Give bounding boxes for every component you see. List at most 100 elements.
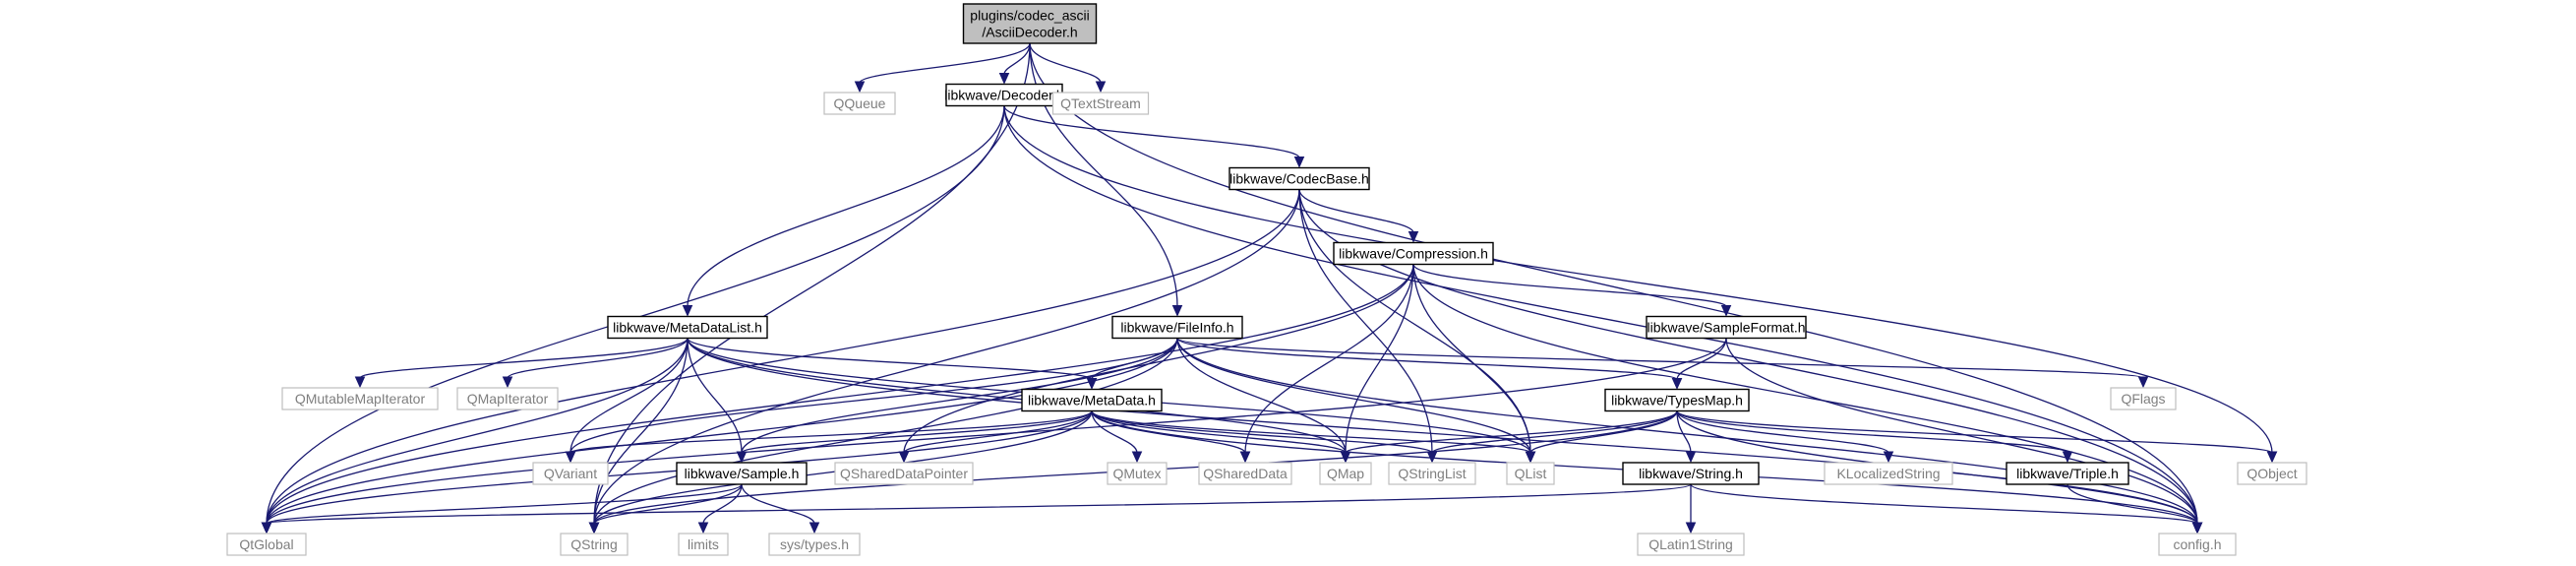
- node-metadatalist[interactable]: libkwave/MetaDataList.h: [607, 315, 768, 340]
- node-limits[interactable]: limits: [678, 533, 729, 556]
- node-qshareddatapointer[interactable]: QSharedDataPointer: [834, 462, 974, 485]
- edges-layer: [261, 42, 2278, 535]
- node-systypes[interactable]: sys/types.h: [768, 533, 861, 556]
- node-label: libkwave/MetaData.h: [1028, 393, 1156, 409]
- node-label: KLocalizedString: [1836, 466, 1940, 481]
- node-label: libkwave/Triple.h: [2016, 466, 2119, 481]
- node-label: libkwave/FileInfo.h: [1120, 320, 1233, 336]
- node-klocalizedstring[interactable]: KLocalizedString: [1824, 462, 1953, 485]
- node-fileinfo[interactable]: libkwave/FileInfo.h: [1111, 315, 1243, 340]
- edge-fileinfo-to-qflags: [1176, 337, 2149, 389]
- edge-sample-to-systypes: [741, 483, 820, 535]
- node-qstringlist[interactable]: QStringList: [1388, 462, 1476, 485]
- edge-root-to-decoder: [998, 42, 1031, 85]
- edge-fileinfo-to-qtglobal: [261, 338, 1178, 535]
- node-label: libkwave/TypesMap.h: [1611, 393, 1743, 409]
- node-label: QStringList: [1398, 466, 1466, 481]
- node-string[interactable]: libkwave/String.h: [1622, 462, 1760, 485]
- node-label: QVariant: [544, 466, 597, 481]
- node-qstring[interactable]: QString: [560, 533, 629, 556]
- node-qlatin1string[interactable]: QLatin1String: [1637, 533, 1745, 556]
- node-label: libkwave/MetaDataList.h: [613, 320, 762, 336]
- edge-typesmap-to-klocalizedstring: [1676, 410, 1894, 464]
- node-config[interactable]: config.h: [2158, 533, 2237, 556]
- node-metadata[interactable]: libkwave/MetaData.h: [1021, 388, 1163, 412]
- edge-typesmap-to-qobject: [1676, 409, 2278, 464]
- edge-codecbase-to-compression: [1298, 189, 1419, 243]
- node-codecbase[interactable]: libkwave/CodecBase.h: [1228, 166, 1370, 191]
- node-root[interactable]: plugins/codec_ascii/AsciiDecoder.h: [962, 3, 1098, 44]
- node-triple[interactable]: libkwave/Triple.h: [2006, 462, 2129, 485]
- edge-decoder-to-codecbase: [1003, 105, 1305, 168]
- node-qmap[interactable]: QMap: [1319, 462, 1372, 485]
- edge-root-to-qtextstream: [1029, 42, 1107, 94]
- node-label: QSharedData: [1203, 466, 1288, 481]
- node-qvariant[interactable]: QVariant: [532, 462, 609, 485]
- edge-root-to-qqueue: [854, 42, 1031, 94]
- edge-metadata-to-sample: [736, 409, 1093, 464]
- edge-compression-to-sampleformat: [1412, 264, 1732, 317]
- edge-typesmap-to-string: [1676, 410, 1697, 464]
- edge-metadata-to-qvariant: [565, 409, 1093, 464]
- node-qlist[interactable]: QList: [1506, 462, 1555, 485]
- node-label: libkwave/Compression.h: [1339, 246, 1488, 262]
- node-label: QMapIterator: [467, 391, 549, 407]
- edge-codecbase-to-qlist: [1298, 189, 1536, 464]
- node-typesmap[interactable]: libkwave/TypesMap.h: [1604, 388, 1750, 412]
- edge-metadatalist-to-qmutablemapiterator: [354, 338, 689, 389]
- node-label: QMutableMapIterator: [295, 391, 426, 407]
- node-label: QLatin1String: [1648, 536, 1733, 552]
- node-qflags[interactable]: QFlags: [2110, 387, 2177, 410]
- node-qtglobal[interactable]: QtGlobal: [226, 533, 307, 556]
- node-qqueue[interactable]: QQueue: [823, 92, 896, 115]
- node-label: /AsciiDecoder.h: [982, 25, 1077, 40]
- node-label: libkwave/CodecBase.h: [1229, 171, 1369, 187]
- edge-string-to-qlatin1string: [1685, 484, 1697, 535]
- edge-metadata-to-qshareddatapointer: [898, 410, 1093, 464]
- node-label: plugins/codec_ascii: [970, 8, 1089, 24]
- edge-decoder-to-metadatalist: [682, 105, 1005, 317]
- edge-typesmap-to-qmap: [1340, 410, 1678, 464]
- edge-metadatalist-to-sample: [687, 338, 748, 464]
- nodes-layer: plugins/codec_ascii/AsciiDecoder.hQQueue…: [226, 3, 2307, 556]
- edge-string-to-config: [1690, 483, 2203, 535]
- node-qmapiterator[interactable]: QMapIterator: [456, 387, 559, 410]
- edge-sample-to-qstring: [588, 483, 743, 535]
- edge-fileinfo-to-typesmap: [1176, 337, 1683, 390]
- node-label: QSharedDataPointer: [840, 466, 968, 481]
- edge-typesmap-to-triple: [1676, 409, 2073, 464]
- node-qshareddata[interactable]: QSharedData: [1198, 462, 1292, 485]
- node-label: QObject: [2247, 466, 2297, 481]
- node-label: limits: [688, 536, 719, 552]
- edge-sampleformat-to-typesmap: [1671, 338, 1727, 390]
- edge-triple-to-config: [2067, 483, 2203, 535]
- node-label: QtGlobal: [239, 536, 293, 552]
- node-sample[interactable]: libkwave/Sample.h: [676, 462, 808, 485]
- node-qobject[interactable]: QObject: [2237, 462, 2307, 485]
- edge-metadatalist-to-qmap: [687, 338, 1351, 464]
- edge-sample-to-limits: [697, 483, 743, 535]
- node-label: sys/types.h: [780, 536, 849, 552]
- node-qtextstream[interactable]: QTextStream: [1051, 92, 1150, 115]
- node-label: libkwave/Sample.h: [685, 466, 800, 481]
- node-label: libkwave/SampleFormat.h: [1647, 320, 1805, 336]
- edge-root-to-config: [1029, 42, 2203, 535]
- node-label: QMutex: [1112, 466, 1161, 481]
- node-label: libkwave/String.h: [1639, 466, 1743, 481]
- node-decoder[interactable]: libkwave/Decoder.h: [944, 83, 1064, 107]
- node-sampleformat[interactable]: libkwave/SampleFormat.h: [1646, 315, 1807, 340]
- node-label: QList: [1515, 466, 1547, 481]
- node-label: QMap: [1327, 466, 1364, 481]
- node-compression[interactable]: libkwave/Compression.h: [1333, 241, 1494, 266]
- edge-sample-to-qtglobal: [261, 483, 743, 535]
- edge-metadata-to-qmutex: [1091, 410, 1143, 464]
- edge-string-to-qtglobal: [261, 483, 1692, 535]
- node-qmutex[interactable]: QMutex: [1107, 462, 1168, 485]
- node-label: QString: [570, 536, 617, 552]
- node-qmutablemapiterator[interactable]: QMutableMapIterator: [281, 387, 439, 410]
- node-label: config.h: [2173, 536, 2221, 552]
- node-label: QFlags: [2121, 391, 2165, 407]
- edge-metadatalist-to-qmapiterator: [502, 338, 689, 389]
- node-label: QQueue: [834, 95, 886, 111]
